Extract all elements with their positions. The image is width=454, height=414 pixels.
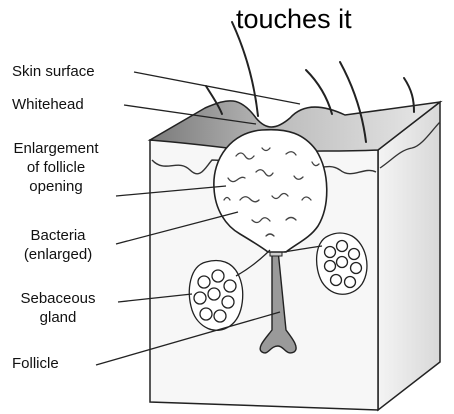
label-sebaceous-line1: Sebaceous bbox=[6, 289, 110, 308]
label-sebaceous-line2: gland bbox=[6, 308, 110, 327]
sebaceous-gland-right bbox=[317, 233, 367, 294]
label-bacteria-line2: (enlarged) bbox=[8, 245, 108, 264]
label-whitehead: Whitehead bbox=[12, 95, 84, 114]
label-enlargement-line3: opening bbox=[4, 177, 108, 196]
sebaceous-gland-left bbox=[189, 261, 242, 331]
label-bacteria-line1: Bacteria bbox=[8, 226, 108, 245]
label-follicle: Follicle bbox=[12, 354, 59, 373]
label-skin-surface: Skin surface bbox=[12, 62, 95, 81]
label-enlargement-line2: of follicle bbox=[4, 158, 108, 177]
label-enlargement-line1: Enlargement bbox=[4, 139, 108, 158]
